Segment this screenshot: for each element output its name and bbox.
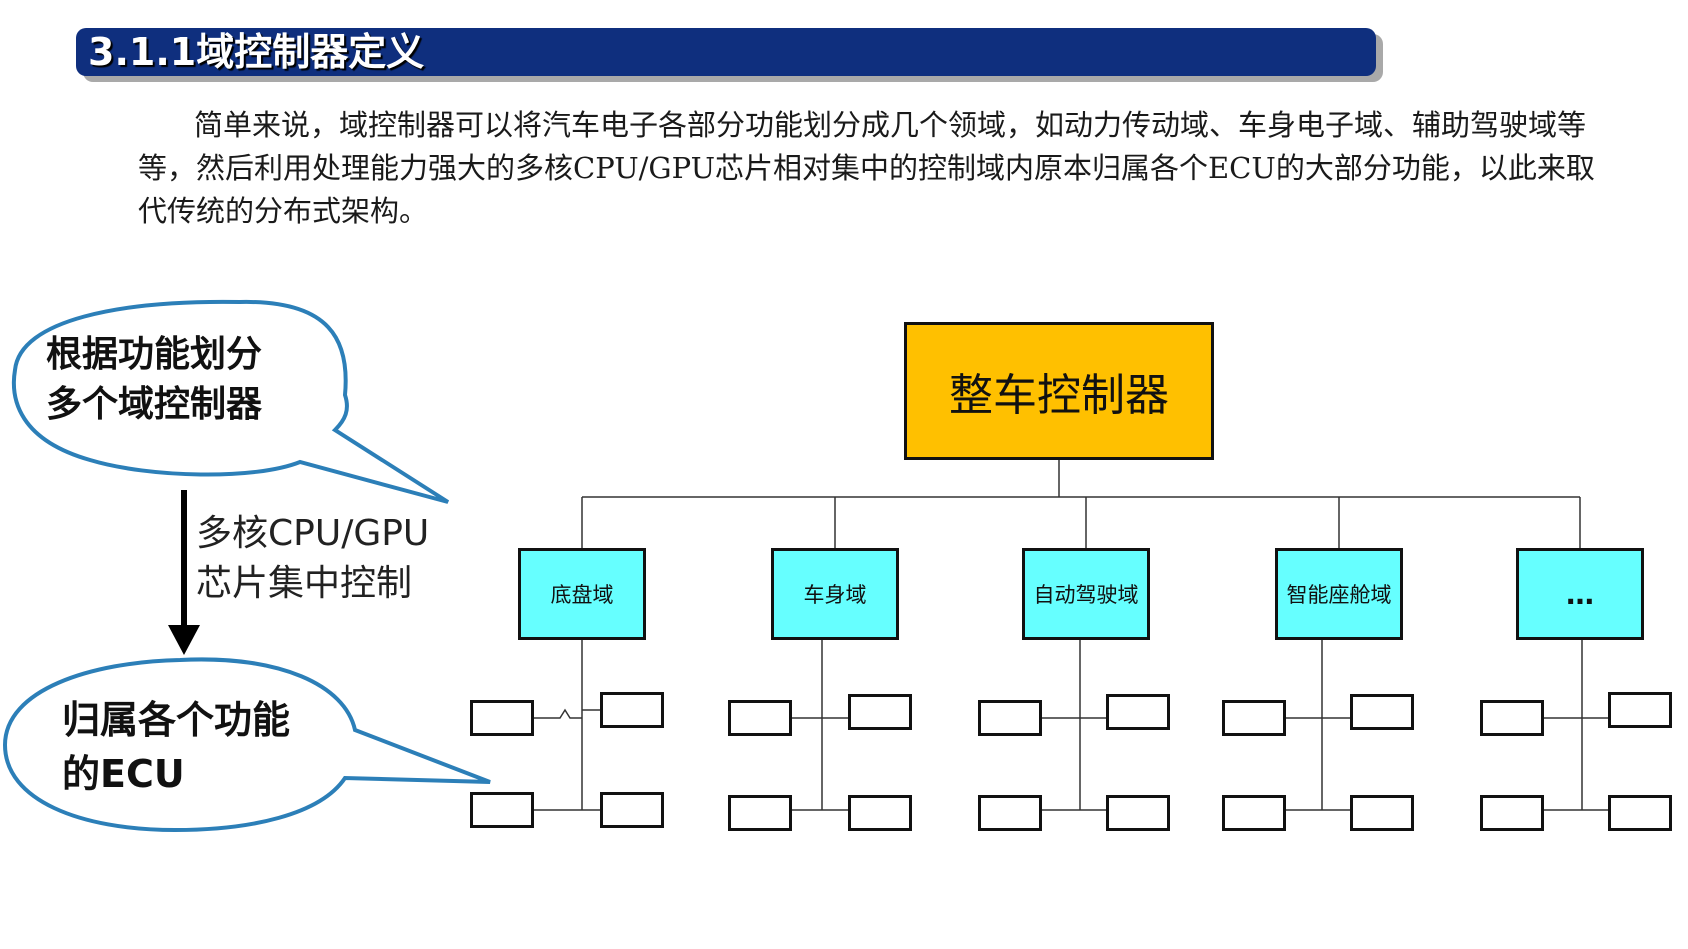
ecu-box <box>1350 694 1414 730</box>
bubble-top-line1: 根据功能划分 <box>46 334 263 375</box>
ecu-box <box>978 700 1042 736</box>
domain-box-body: 车身域 <box>771 548 899 640</box>
page-title: 3.1.1域控制器定义 <box>88 30 425 74</box>
arrow-label-line2: 芯片集中控制 <box>196 563 413 604</box>
ecu-box <box>1608 795 1672 831</box>
ecu-box <box>978 795 1042 831</box>
tree-connectors <box>534 460 1608 811</box>
arrow-label-line1: 多核CPU/GPU <box>196 513 430 554</box>
ecu-box <box>1608 692 1672 728</box>
bubble-bottom-text: 归属各个功能 的ECU <box>62 693 290 801</box>
ecu-box <box>728 700 792 736</box>
intro-paragraph: 简单来说，域控制器可以将汽车电子各部分功能划分成几个领域，如动力传动域、车身电子… <box>138 108 1595 228</box>
ecu-box <box>600 792 664 828</box>
down-arrow-head <box>168 625 200 655</box>
ecu-box <box>1222 700 1286 736</box>
domain-box-chassis: 底盘域 <box>518 548 646 640</box>
ecu-box <box>1350 795 1414 831</box>
ecu-box <box>1106 795 1170 831</box>
ecu-box <box>1222 795 1286 831</box>
bubble-top-text: 根据功能划分 多个域控制器 <box>46 330 262 430</box>
bubble-top-line2: 多个域控制器 <box>46 384 263 425</box>
ecu-box <box>1106 694 1170 730</box>
arrow-label: 多核CPU/GPU 芯片集中控制 <box>196 509 429 609</box>
ecu-box <box>1480 795 1544 831</box>
bubble-bottom-line2: 的ECU <box>62 752 185 796</box>
ecu-box <box>470 700 534 736</box>
bubble-bottom-line1: 归属各个功能 <box>62 698 291 742</box>
ecu-box <box>728 795 792 831</box>
title-bar: 3.1.1域控制器定义 <box>76 28 1376 76</box>
ecu-box <box>848 795 912 831</box>
ecu-box <box>600 692 664 728</box>
domain-box-more: … <box>1516 548 1644 640</box>
ecu-box <box>470 792 534 828</box>
speech-bubble-top <box>11 299 450 504</box>
domain-box-cockpit: 智能座舱域 <box>1275 548 1403 640</box>
vehicle-controller-box: 整车控制器 <box>904 322 1214 460</box>
ecu-box <box>1480 700 1544 736</box>
domain-box-autonomous: 自动驾驶域 <box>1022 548 1150 640</box>
ecu-box <box>848 694 912 730</box>
speech-bubble-bottom <box>2 657 491 833</box>
